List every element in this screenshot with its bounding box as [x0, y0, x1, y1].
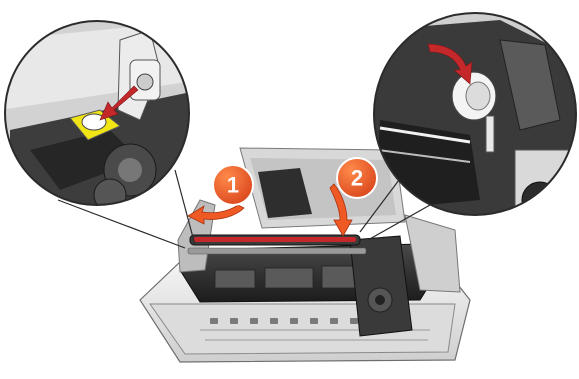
- callout-2-label: 2: [351, 166, 363, 191]
- left-zoom-detail: [0, 15, 200, 248]
- callout-1-label: 1: [227, 173, 239, 198]
- callout-2: 2: [337, 158, 377, 198]
- callout-1: 1: [213, 165, 253, 205]
